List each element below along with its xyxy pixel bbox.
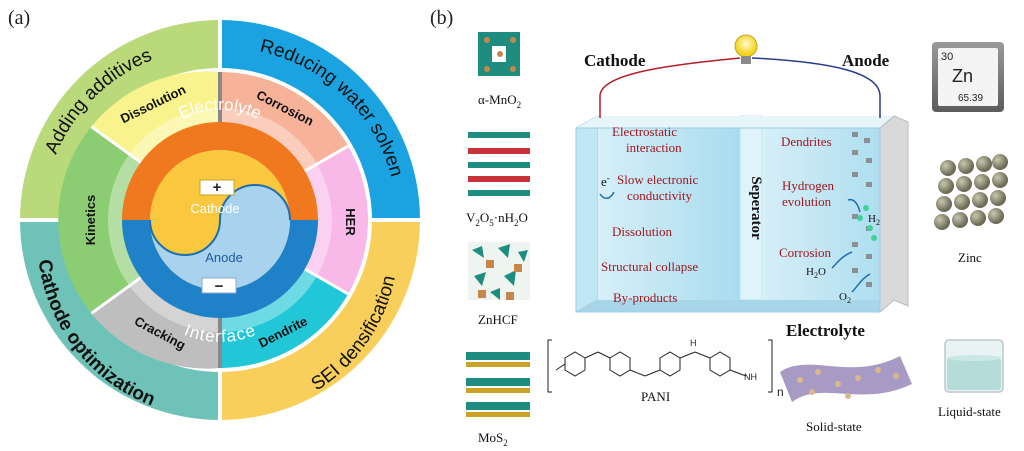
panel-a-label: (a) [8,7,30,29]
solid-state-electrolyte-icon [780,356,912,402]
core-circle [122,122,318,318]
minus-terminal [201,277,237,294]
hydrogen-arrow [847,198,861,213]
electron-arrow [599,191,615,199]
cathode-issue-line: conductivity [627,188,692,203]
anode-title: Anode [842,51,890,70]
anode-issue-line: evolution [782,194,832,209]
mos2-structure-icon [466,352,530,417]
o2-label: O2 [839,291,851,305]
cathode-issues: Electrostatic interaction Slow electroni… [601,124,698,305]
anode-issues: Dendrites Hydrogen evolution Corrosion [779,134,834,260]
h2-label: H2 [868,213,880,227]
mno2-structure-icon [478,32,520,76]
anode-issue-line: Hydrogen [782,178,834,193]
pani-structure-icon [547,339,773,393]
cathode-issue-line: Slow electronic [617,172,698,187]
v2o5-structure-icon [468,132,530,196]
pani-h-label: H [690,338,697,348]
plus-sign: + [213,179,222,196]
cathode-issue-line: interaction [626,140,682,155]
znhcf-structure-icon [468,242,530,300]
h2o-label: H2O [806,266,826,280]
cathode-issue-line: Electrostatic [612,124,677,139]
separator-label: Seperator [748,176,764,240]
cathode-core-label: Cathode [190,201,239,216]
electrolyte-title: Electrolyte [786,321,865,340]
cathode-wire [599,57,741,118]
cathode-issue-line: By-products [613,290,677,305]
minus-sign: − [215,278,224,295]
pani-nh-label: NH [744,372,757,382]
cathode-issue-line: Structural collapse [601,259,698,274]
solid-state-label: Solid-state [806,419,862,434]
pani-label: PANI [641,389,670,404]
hydrogen-bubbles [857,205,877,241]
anode-wire [751,57,881,118]
zinc-atoms-icon [934,154,1008,230]
panel-b-label: (b) [430,7,453,29]
pani-n-label: n [777,385,784,399]
light-bulb-icon [734,34,758,64]
zn-atomic-number: 30 [941,51,953,63]
anode-electrode [879,115,909,314]
anode-issue-line: Corrosion [779,245,832,260]
cathode-title: Cathode [584,51,646,70]
oxygen-arrow [851,273,871,293]
kinetics-label: Kinetics [83,195,98,246]
v2o5-label: V2O5·nH2O [466,210,528,228]
anode-issue-line: Dendrites [781,134,832,149]
her-label: HER [343,208,358,236]
electrolyte-band [122,122,318,220]
mno2-label: α-MnO2 [478,92,521,110]
znhcf-label: ZnHCF [478,312,518,327]
zn-element-tile [932,42,1004,112]
yin-yang-anode [150,185,290,290]
cathode-issue-line: Dissolution [612,224,672,239]
water-arrow [831,251,853,269]
zn-symbol: Zn [952,66,973,86]
liquid-beaker-icon [944,339,1004,393]
cathode-electrode [575,115,599,313]
liquid-state-label: Liquid-state [938,404,1001,419]
zinc-label: Zinc [958,250,982,265]
zn-atomic-mass: 65.39 [958,93,983,104]
anode-core-label: Anode [205,250,243,265]
electron-label: e- [601,173,610,189]
interface-band [122,220,318,318]
battery-cell [575,115,909,314]
mos2-label: MoS2 [478,430,508,448]
plus-terminal [199,179,235,196]
